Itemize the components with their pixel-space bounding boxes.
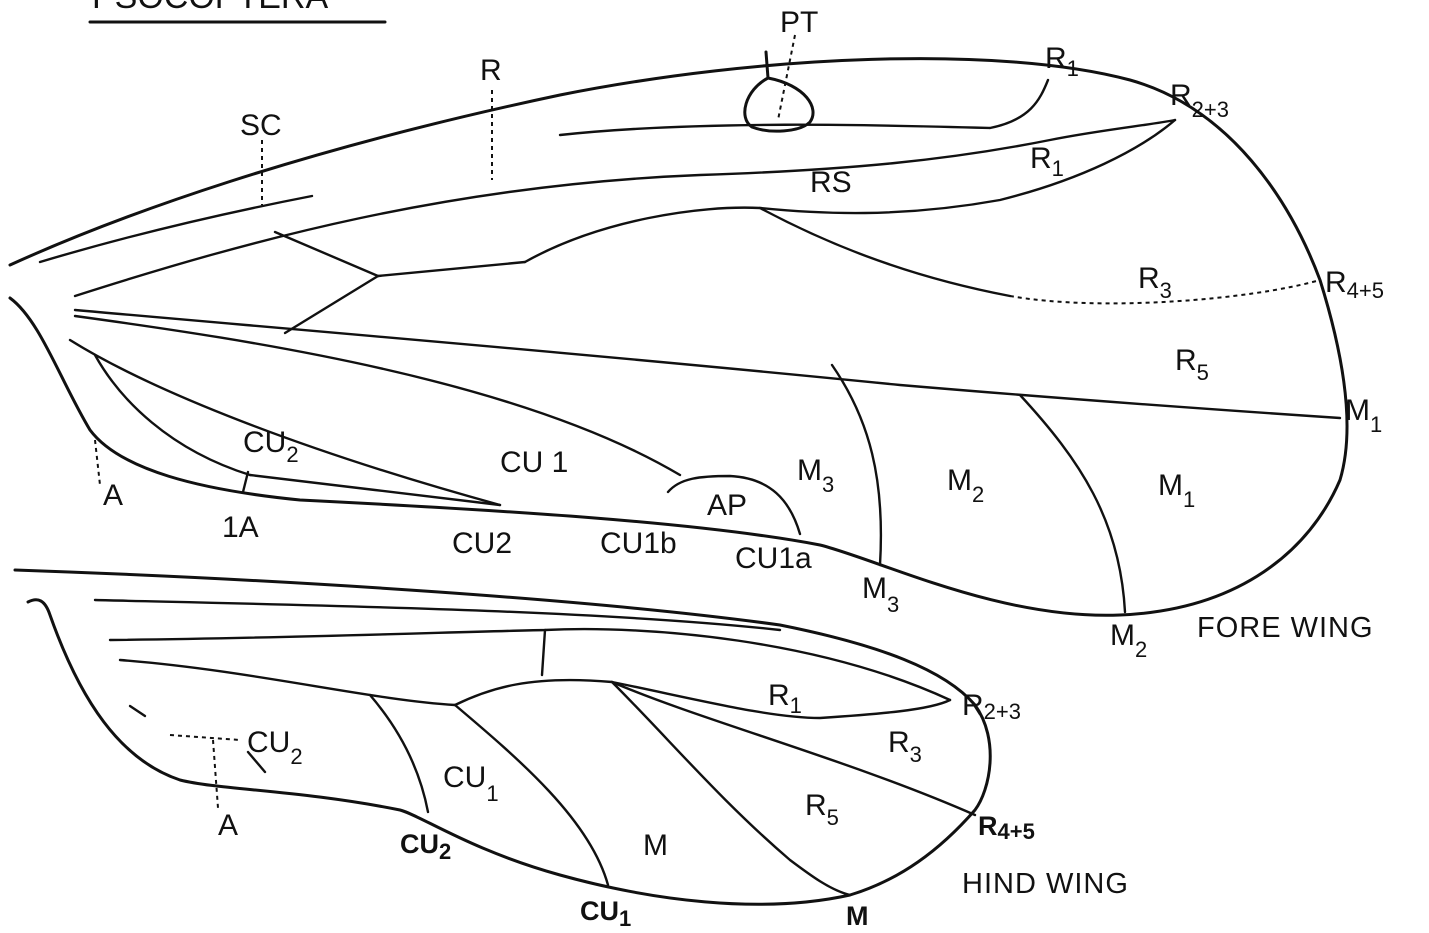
hind-wing-r1 [610, 680, 952, 720]
hind-wing-base-vein-2 [108, 627, 952, 702]
label-r45: R4+5 [1325, 266, 1384, 303]
hind-wing-anal-fragment-2 [246, 750, 267, 774]
hind-wing-cu1 [453, 703, 610, 887]
a-leader [94, 439, 101, 486]
label-hind-cu2-cell: CU2 [247, 726, 303, 769]
fore-wing-anal-vein [93, 353, 252, 477]
label-r1-tip: R1 [1045, 42, 1079, 81]
pt-leader [777, 34, 796, 121]
label-hind-cu1-margin: CU1 [580, 896, 631, 931]
label-hind-r5: R5 [805, 789, 839, 830]
fore-wing-crossvein-3 [283, 274, 380, 335]
fore-wing-rs [523, 118, 1177, 264]
label-cu2-cell: CU2 [243, 426, 299, 467]
label-m1-tip: M1 [1345, 394, 1382, 437]
label-cu2-margin: CU2 [452, 527, 512, 560]
label-ap: AP [707, 489, 747, 522]
hind-wing-cu2-branch [368, 693, 430, 814]
label-m2-cell: M2 [947, 464, 984, 507]
fore-wing-m3-vein [830, 363, 883, 567]
label-hind-r45: R4+5 [978, 811, 1035, 844]
label-m3-cell: M3 [797, 454, 834, 497]
hind-wing: R1 R2+3 R3 R5 R4+5 CU2 CU1 M A CU2 CU1 M… [13, 568, 1129, 931]
hind-wing-costal-margin [13, 568, 992, 906]
label-hind-r3: R3 [888, 726, 922, 767]
hind-wing-anal-fragment [128, 704, 147, 718]
hind-wing-rs-arc [453, 678, 614, 707]
title-text: PSOCOPTERA [92, 0, 328, 16]
fore-wing-caption: FORE WING [1197, 612, 1374, 644]
fore-wing-r1-cell [558, 78, 1050, 137]
hind-wing-m [610, 680, 852, 897]
fore-wing-pterostigma [743, 50, 815, 133]
fore-wing-base-vein-2 [73, 118, 1177, 298]
label-hind-m-cell: M [643, 829, 668, 862]
label-m3-tip: M3 [862, 572, 899, 617]
fore-wing-rs-lower [758, 206, 1012, 298]
label-hind-m-margin: M [846, 901, 869, 931]
fore-wing-cu2-lower [248, 473, 502, 507]
fore-wing-m2-vein [1018, 393, 1127, 614]
label-r3: R3 [1138, 262, 1172, 303]
label-hind-a: A [218, 809, 238, 842]
hind-wing-crossvein [540, 628, 547, 677]
fore-wing: PT R SC R1 R2+3 R1 RS R3 R4+5 R5 M1 M1 M… [8, 6, 1384, 662]
fore-wing-r3-dotted [1009, 279, 1321, 305]
fore-wing-crossvein-1 [273, 230, 380, 278]
fore-wing-1a-tick [241, 470, 250, 494]
a-leader-hind [212, 739, 219, 809]
label-sc: SC [240, 109, 282, 142]
hind-wing-cu2 [118, 658, 457, 707]
label-hind-r23: R2+3 [962, 689, 1021, 724]
label-1a: 1A [222, 511, 259, 544]
fore-wing-ap-loop [666, 474, 802, 536]
label-hind-cu1-cell: CU1 [443, 761, 499, 806]
a-leader-hind-top [169, 734, 241, 741]
label-r5: R5 [1175, 344, 1209, 385]
fore-wing-crossvein-2 [376, 260, 527, 278]
label-m2-tip: M2 [1110, 619, 1147, 662]
fore-wing-costal-margin [8, 57, 1349, 617]
label-r1-inner: R1 [1030, 142, 1064, 181]
label-r: R [480, 54, 502, 87]
label-a-fore: A [103, 479, 123, 512]
hind-wing-caption: HIND WING [962, 868, 1129, 900]
label-rs: RS [810, 166, 852, 199]
label-hind-cu2-margin: CU2 [400, 829, 451, 864]
fore-wing-base-vein-1 [38, 194, 314, 264]
fore-wing-r-r5 [73, 308, 1342, 420]
title-fragment: PSOCOPTERA [88, 0, 387, 24]
label-cu1b: CU1b [600, 527, 677, 560]
hind-wing-base-vein-1 [93, 598, 782, 632]
label-hind-r1: R1 [768, 679, 802, 718]
label-m1-cell: M1 [1158, 469, 1195, 512]
label-cu1a: CU1a [735, 542, 812, 575]
fore-wing-cu2-vein [68, 338, 502, 507]
label-r23: R2+3 [1170, 79, 1229, 122]
label-cu1-cell: CU 1 [500, 446, 568, 479]
label-pt: PT [780, 6, 818, 39]
hind-wing-r3 [610, 680, 977, 817]
fore-wing-cu1-vein [73, 314, 682, 477]
